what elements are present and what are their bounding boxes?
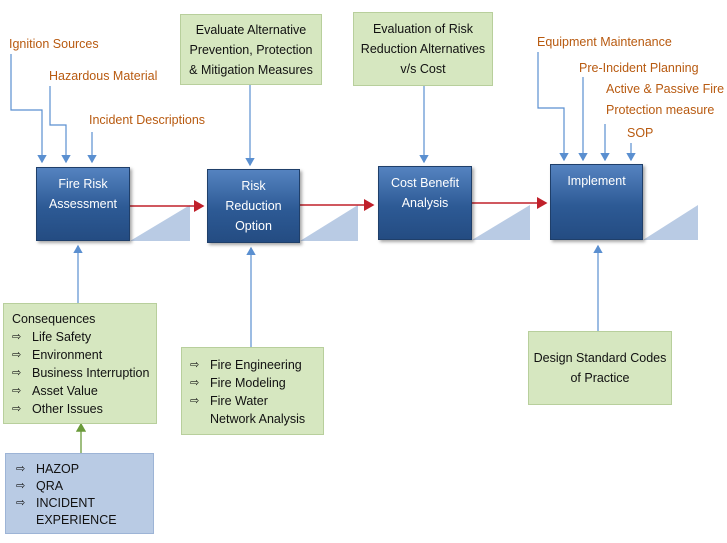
step-risk-reduction-line2: Reduction (225, 199, 282, 213)
step-implement-line1: Implement (567, 174, 626, 188)
list-item: ⇨Environment (12, 348, 103, 362)
consequences-list: ⇨Life Safety ⇨Environment ⇨Business Inte… (12, 328, 156, 418)
shadow-wedge-risk-reduction (300, 205, 358, 241)
list-item: EXPERIENCE (36, 513, 117, 527)
shadow-wedge-fire-risk (130, 205, 190, 241)
label-sop: SOP (627, 126, 654, 140)
box-evaluation-of-risk: Evaluation of Risk Reduction Alternative… (353, 12, 493, 86)
list-item: ⇨Asset Value (12, 384, 98, 398)
step-cost-benefit-line1: Cost Benefit (390, 176, 460, 190)
arrow-bullet-icon: ⇨ (12, 367, 22, 379)
arrow-bullet-icon: ⇨ (12, 385, 22, 397)
shadow-wedge-cost-benefit (472, 205, 530, 240)
step-cost-benefit-line2: Analysis (401, 196, 449, 210)
list-item: ⇨QRA (16, 479, 64, 493)
step-implement: Implement (550, 164, 643, 240)
arrow-bullet-icon: ⇨ (190, 359, 200, 371)
list-item: ⇨Fire Engineering (190, 358, 302, 372)
hazop-list: ⇨HAZOP ⇨QRA ⇨INCIDENT EXPERIENCE (16, 461, 153, 529)
arrow-bullet-icon: ⇨ (16, 497, 26, 509)
arrow-bullet-icon: ⇨ (190, 377, 200, 389)
fire-eng-list: ⇨Fire Engineering ⇨Fire Modeling ⇨Fire W… (190, 356, 323, 428)
arrow-bullet-icon: ⇨ (190, 395, 200, 407)
step-fire-risk-line2: Assessment (48, 197, 118, 211)
box-evaluate-alternative: Evaluate Alternative Prevention, Protect… (180, 14, 322, 85)
label-equipment-maintenance: Equipment Maintenance (537, 35, 672, 49)
list-item: ⇨Other Issues (12, 402, 103, 416)
arrow-bullet-icon: ⇨ (12, 349, 22, 361)
evaluate-alt-line2: Prevention, Protection (189, 42, 313, 57)
label-active-passive-line2: Protection measure (606, 103, 715, 117)
list-item: ⇨INCIDENT (16, 496, 96, 510)
list-item: ⇨Life Safety (12, 330, 92, 344)
label-active-passive-line1: Active & Passive Fire (606, 82, 725, 96)
consequences-title: Consequences (12, 312, 96, 326)
arrow-ignition (10, 54, 47, 164)
step-risk-reduction-option: Risk Reduction Option (207, 169, 300, 243)
label-pre-incident-planning: Pre-Incident Planning (579, 61, 699, 75)
list-item: Network Analysis (210, 412, 306, 426)
step-cost-benefit-analysis: Cost Benefit Analysis (378, 166, 472, 240)
step-fire-risk-assessment: Fire Risk Assessment (36, 167, 130, 241)
arrow-bullet-icon: ⇨ (12, 331, 22, 343)
evaluation-risk-line3: v/s Cost (400, 62, 446, 76)
box-fire-engineering: ⇨Fire Engineering ⇨Fire Modeling ⇨Fire W… (181, 347, 324, 435)
label-ignition-sources: Ignition Sources (9, 37, 99, 51)
evaluate-alt-line3: & Mitigation Measures (189, 62, 313, 77)
box-design-standard: Design Standard Codes of Practice (528, 331, 672, 405)
step-fire-risk-line1: Fire Risk (58, 177, 108, 191)
shadow-wedge-implement (643, 205, 698, 240)
step-risk-reduction-line1: Risk (241, 179, 266, 193)
evaluate-alt-line1: Evaluate Alternative (195, 22, 307, 37)
box-hazop: ⇨HAZOP ⇨QRA ⇨INCIDENT EXPERIENCE (5, 453, 154, 534)
list-item: ⇨Fire Water (190, 394, 268, 408)
label-incident-descriptions: Incident Descriptions (89, 113, 206, 127)
arrow-bullet-icon: ⇨ (16, 463, 26, 475)
arrow-hazardous (49, 86, 71, 164)
label-hazardous-material: Hazardous Material (49, 69, 158, 83)
box-consequences: Consequences ⇨Life Safety ⇨Environment ⇨… (3, 303, 157, 424)
list-item: ⇨Fire Modeling (190, 376, 286, 390)
arrow-bullet-icon: ⇨ (16, 480, 26, 492)
design-standard-line2: of Practice (570, 371, 630, 385)
arrow-equipment (537, 52, 569, 162)
evaluation-risk-line2: Reduction Alternatives (360, 42, 486, 56)
evaluation-risk-line1: Evaluation of Risk (372, 22, 474, 36)
list-item: ⇨Business Interruption (12, 366, 150, 380)
arrow-bullet-icon: ⇨ (12, 403, 22, 415)
list-item: ⇨HAZOP (16, 462, 80, 476)
design-standard-line1: Design Standard Codes (533, 351, 667, 365)
step-risk-reduction-line3: Option (235, 219, 272, 233)
